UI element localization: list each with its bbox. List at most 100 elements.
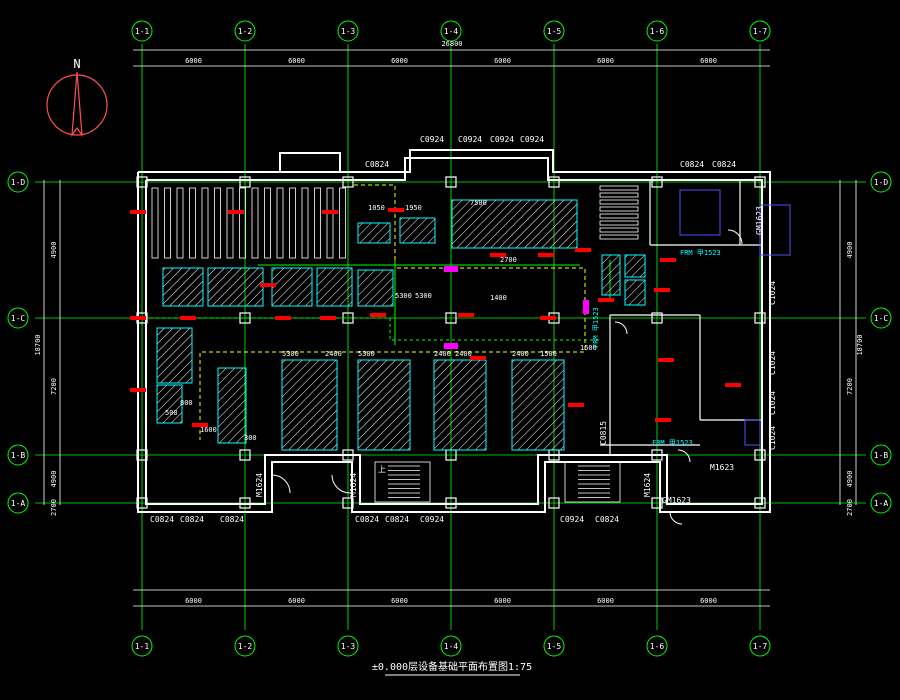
- compass-circle: [46, 74, 108, 136]
- axis-label: 1-4: [444, 642, 459, 651]
- window-label: C0824: [355, 515, 379, 524]
- step-foundation: [599, 185, 639, 191]
- side-dim: 7200: [50, 378, 58, 395]
- axis-bubble: [337, 635, 359, 657]
- section-marker: [320, 316, 336, 320]
- span-dim: 6000: [494, 597, 511, 605]
- axis-label: 1-6: [650, 642, 665, 651]
- column: [754, 176, 766, 188]
- equipment-foundation: [357, 359, 411, 451]
- column: [445, 312, 457, 324]
- axis-bubble: [7, 492, 29, 514]
- axis-bubble: [7, 171, 29, 193]
- equipment-foundation: [624, 279, 646, 306]
- axis-label: 1-3: [341, 27, 356, 36]
- dim-annotation: 2400: [434, 350, 451, 358]
- blue-outline: [679, 189, 791, 446]
- section-marker: [180, 316, 196, 320]
- axis-bubble: [543, 20, 565, 42]
- equipment-foundation: [207, 267, 264, 307]
- dim-annotation: 1050: [368, 204, 385, 212]
- window-label: C0824: [385, 515, 409, 524]
- span-dim: 6000: [700, 57, 717, 65]
- axis-label: 1-A: [11, 499, 26, 508]
- column: [548, 176, 560, 188]
- column: [754, 449, 766, 461]
- column: [342, 176, 354, 188]
- side-dim: 2700: [50, 499, 58, 516]
- axis-label: 1-6: [650, 27, 665, 36]
- step-foundation: [599, 213, 639, 219]
- span-dimension-labels: 6000600060006000600060006000600060006000…: [50, 57, 854, 605]
- window-label: C0924: [420, 135, 444, 144]
- equipment-foundation: [316, 267, 353, 307]
- step-foundation: [599, 227, 639, 233]
- column: [342, 449, 354, 461]
- axis-bubble: [543, 635, 565, 657]
- span-dim: 6000: [597, 57, 614, 65]
- column: [342, 497, 354, 509]
- axis-label: 1-2: [238, 642, 253, 651]
- axis-bubble: [870, 171, 892, 193]
- frm-label-1: FRM 甲1523: [680, 249, 721, 257]
- side-dim: 7200: [846, 378, 854, 395]
- axis-label: 1-B: [874, 451, 889, 460]
- axis-bubble: [440, 635, 462, 657]
- equipment-foundations: [156, 199, 646, 451]
- step-foundation: [599, 234, 639, 240]
- column: [754, 312, 766, 324]
- axis-label: 1-B: [11, 451, 26, 460]
- span-dim: 6000: [391, 597, 408, 605]
- door-swings: [271, 229, 743, 525]
- drawing-title: ±0.000层设备基础平面布置图1:75: [372, 660, 532, 673]
- axis-bubble: [749, 635, 771, 657]
- axis-bubble: [646, 635, 668, 657]
- overall-dim-top: 26800: [441, 40, 462, 48]
- strip-foundation: [301, 187, 309, 259]
- section-marker: [598, 298, 614, 302]
- dim-annotation: 1500: [580, 344, 597, 352]
- axis-label: 1-D: [11, 178, 26, 187]
- side-dim: 4900: [846, 242, 854, 259]
- span-dim: 6000: [494, 57, 511, 65]
- span-dim: 6000: [700, 597, 717, 605]
- span-dim: 6000: [185, 57, 202, 65]
- section-marker: [260, 283, 276, 287]
- axis-bubble: [646, 20, 668, 42]
- step-foundation: [599, 199, 639, 205]
- axis-label: 1-A: [874, 499, 889, 508]
- equipment-foundation: [357, 269, 394, 307]
- axis-bubble: [131, 20, 153, 42]
- door-label: M1624: [349, 473, 358, 497]
- stepped-foundations: [599, 185, 639, 240]
- door-label: M1623: [710, 463, 734, 472]
- section-marker: [654, 288, 670, 292]
- section-marker: [192, 423, 208, 427]
- axis-bubble: [440, 20, 462, 42]
- axis-label: 1-1: [135, 27, 150, 36]
- compass-arrow-icon: [71, 71, 83, 138]
- axis-bubble: [870, 444, 892, 466]
- span-dim: 6000: [288, 57, 305, 65]
- strip-foundations: [151, 187, 346, 259]
- section-marker: [130, 316, 146, 320]
- strip-foundation: [264, 187, 271, 259]
- window-label: C0824: [712, 160, 736, 169]
- section-marker: [275, 316, 291, 320]
- equipment-foundation: [156, 327, 193, 384]
- strip-foundation: [326, 187, 334, 259]
- dim-annotation: 5300: [395, 292, 412, 300]
- dim-annotation: 2400: [325, 350, 342, 358]
- window-label: C0924: [520, 135, 544, 144]
- column: [445, 497, 457, 509]
- axis-bubble: [870, 492, 892, 514]
- section-marker: [568, 403, 584, 407]
- axis-bubble: [749, 20, 771, 42]
- dim-annotation: 1400: [490, 294, 507, 302]
- column: [651, 312, 663, 324]
- strip-foundation: [251, 187, 259, 259]
